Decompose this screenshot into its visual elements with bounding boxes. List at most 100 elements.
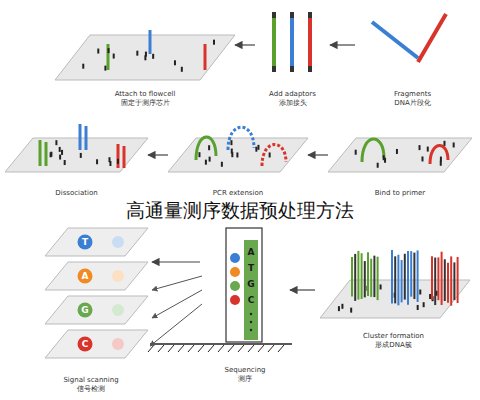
primer-dot	[117, 159, 119, 164]
primer-dot	[453, 142, 455, 147]
dna-clusters	[352, 250, 458, 306]
hatch-stroke	[258, 345, 264, 352]
cluster-strand	[407, 251, 409, 305]
single-strand	[39, 140, 42, 166]
primer-dot	[59, 155, 61, 160]
hatch-stroke	[178, 345, 184, 352]
step-panel: FragmentsDNA片段化	[355, 5, 470, 108]
primer-dot	[181, 67, 183, 72]
base-letter: A	[82, 271, 89, 281]
step-caption: 添加接头	[279, 99, 307, 108]
primer-dot	[205, 160, 207, 165]
title: 高通量测序数据预处理方法	[0, 199, 480, 221]
column-outline	[226, 228, 262, 342]
cluster-strand	[370, 259, 372, 297]
faint-spot	[112, 236, 124, 248]
primer-dot	[236, 152, 238, 157]
bridge-strand	[362, 139, 384, 162]
step-caption: Cluster formation	[363, 332, 424, 341]
primer-dot	[429, 294, 431, 299]
primer-dot	[440, 161, 442, 166]
step-panel: Signal scanning信号检测	[30, 226, 152, 394]
scan-arrow	[150, 304, 202, 346]
cluster-strand	[417, 250, 419, 302]
primer-dot	[208, 145, 210, 150]
hatch-stroke	[168, 345, 174, 352]
primer-dot	[427, 147, 429, 152]
primer-dot	[145, 52, 147, 57]
bridge-strand	[196, 137, 216, 160]
step-caption: 测序	[238, 375, 252, 384]
signal-spot	[78, 303, 93, 318]
primer-dot	[80, 153, 82, 158]
cluster-strand	[373, 256, 375, 297]
labelled-base	[230, 281, 240, 291]
process-arrow	[148, 154, 168, 155]
flowcell-plane	[5, 138, 148, 172]
signal-spot	[78, 337, 93, 352]
primer-dot	[55, 140, 57, 145]
template-strand	[244, 240, 258, 340]
primer-dot	[255, 147, 257, 152]
cluster-strand	[364, 261, 366, 297]
faint-spot	[112, 304, 124, 316]
flowcell-plane	[168, 138, 308, 172]
adaptor-strand	[308, 12, 312, 72]
sequencing-column	[150, 228, 292, 344]
cluster-strand	[351, 257, 353, 297]
labelled-base	[230, 253, 240, 263]
step-caption: 固定于测序芯片	[121, 99, 170, 108]
process-arrow	[152, 261, 200, 262]
primer-dot	[355, 150, 357, 155]
step-caption: Attach to flowcell	[115, 90, 176, 99]
step-caption: Bind to primer	[375, 189, 425, 198]
base-letter: C	[248, 295, 255, 305]
cluster-strand	[394, 256, 396, 303]
primer-dot	[269, 152, 271, 157]
hatch-stroke	[278, 345, 284, 352]
hatch-stroke	[248, 345, 254, 352]
single-strand	[45, 142, 48, 166]
primer-dot	[108, 48, 110, 53]
cluster-strand	[453, 262, 455, 300]
signal-spot	[78, 235, 93, 250]
adaptor-strand	[272, 12, 276, 72]
bridge-strand	[228, 127, 254, 150]
primer-dot	[136, 51, 138, 56]
primer-dot	[341, 304, 343, 309]
step-panel: Bind to primer	[328, 112, 472, 198]
labelled-base	[230, 295, 240, 305]
scan-plane	[45, 228, 148, 256]
base-letter: A	[248, 247, 255, 257]
adaptor-end	[290, 12, 294, 18]
primer-dot	[231, 152, 233, 157]
single-strand	[117, 144, 120, 168]
hatch-stroke	[188, 345, 194, 352]
adaptor-end	[290, 66, 294, 72]
single-strand	[123, 146, 126, 168]
primer-dot	[417, 305, 419, 310]
bridge-strand	[430, 145, 448, 164]
primer-dot	[50, 152, 52, 157]
ellipsis-dot	[250, 321, 252, 323]
cluster-strand	[437, 257, 439, 300]
cluster-strand	[434, 258, 436, 306]
ground-hatch	[148, 345, 284, 352]
faint-spot	[112, 338, 124, 350]
cluster-strand	[401, 260, 403, 302]
cluster-strand	[410, 251, 412, 297]
primer-dot	[61, 150, 63, 155]
signal-planes	[45, 228, 148, 358]
primer-dot	[419, 145, 421, 150]
primer-dot	[209, 157, 211, 162]
base-letter: G	[81, 305, 88, 315]
flowcell-panels	[5, 12, 472, 318]
attached-strand	[204, 44, 207, 70]
flowcell-plane	[55, 35, 235, 80]
cluster-strand	[441, 252, 443, 305]
base-letter: T	[82, 237, 88, 247]
scan-arrow	[152, 276, 202, 290]
cluster-strand	[431, 256, 433, 300]
cluster-strand	[450, 256, 452, 305]
